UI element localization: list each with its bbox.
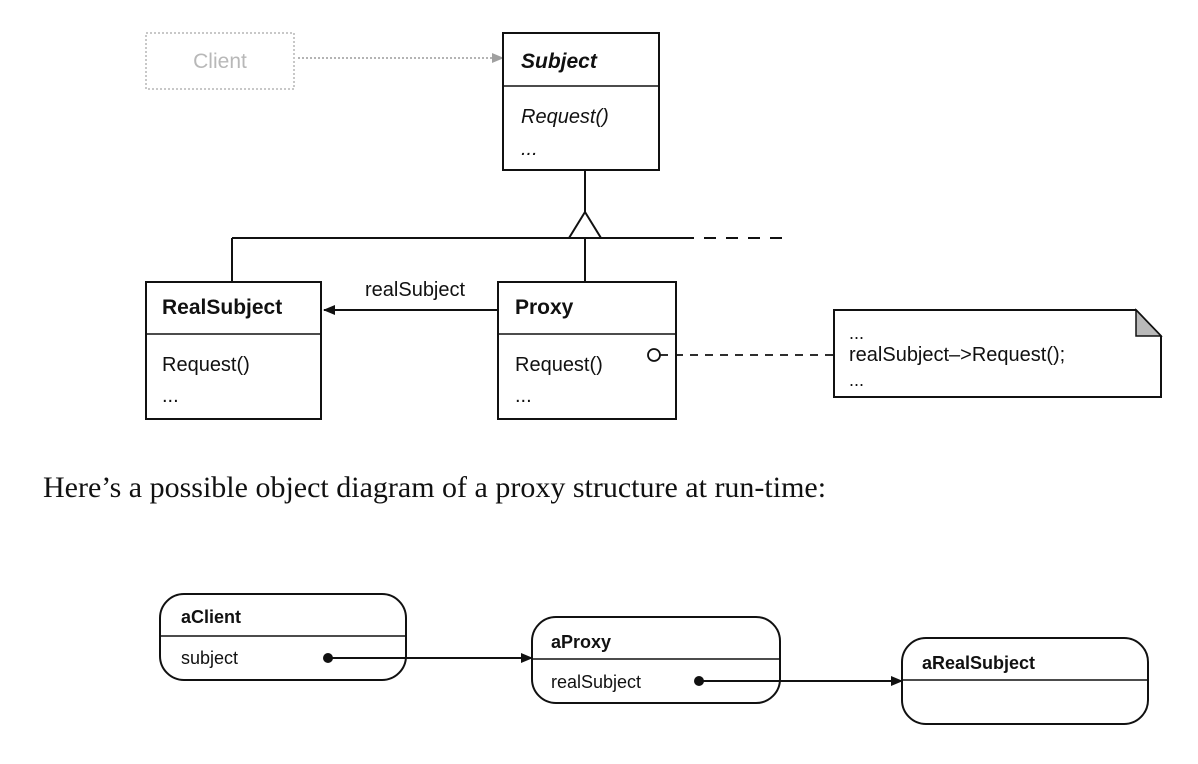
real-subject-name: RealSubject: [162, 296, 282, 319]
client-label: Client: [193, 50, 247, 73]
a-proxy-name: aProxy: [551, 632, 611, 652]
subject-operation-1: Request(): [521, 106, 609, 128]
real-subject-class: RealSubject Request() ...: [145, 281, 322, 420]
a-client-name: aClient: [181, 607, 241, 627]
proxy-operation-2: ...: [515, 385, 532, 407]
implementation-note: ... realSubject–>Request(); ...: [833, 308, 1163, 398]
note-line-3: ...: [849, 370, 864, 390]
proxy-class: Proxy Request() ...: [497, 281, 677, 420]
note-line-1: ...: [849, 323, 864, 343]
a-proxy-field: realSubject: [551, 672, 641, 692]
a-proxy-object: aProxy realSubject: [531, 616, 781, 704]
proxy-operation-1: Request(): [515, 354, 603, 376]
a-real-subject-object: aRealSubject: [901, 637, 1149, 725]
note-line-2: realSubject–>Request();: [849, 344, 1065, 366]
a-client-object: aClient subject: [159, 593, 407, 681]
a-real-subject-name: aRealSubject: [922, 653, 1035, 673]
real-subject-operation-1: Request(): [162, 354, 250, 376]
inheritance-connector: [231, 170, 792, 282]
note-connector: [647, 348, 834, 362]
a-client-field: subject: [181, 648, 238, 668]
subject-operation-2: ...: [521, 138, 538, 160]
object-diagram-caption: Here’s a possible object diagram of a pr…: [43, 471, 826, 504]
real-subject-operation-2: ...: [162, 385, 179, 407]
real-subject-association: realSubject: [323, 279, 498, 315]
proxy-name: Proxy: [515, 296, 574, 319]
subject-class: Subject Request() ...: [502, 32, 660, 171]
client-class: Client: [145, 32, 295, 90]
real-subject-association-label: realSubject: [365, 279, 466, 301]
subject-name: Subject: [521, 50, 598, 73]
